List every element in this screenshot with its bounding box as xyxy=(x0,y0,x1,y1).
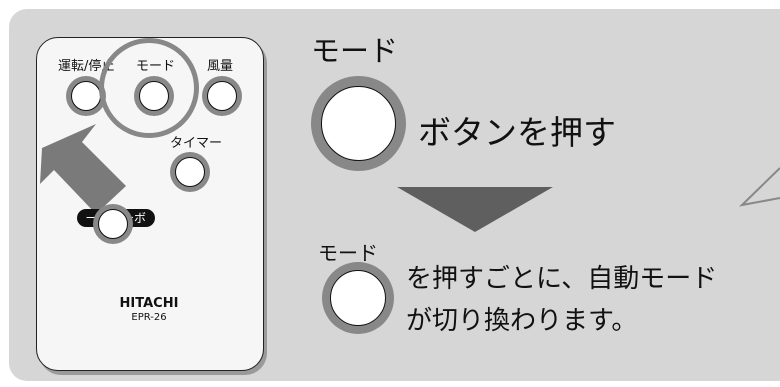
step2-line2: が切り換わります。 xyxy=(406,306,638,336)
power-label: 運転/停止 xyxy=(58,59,115,74)
step2-line1: を押すごとに、自動モード xyxy=(406,264,718,294)
fan-label: 風量 xyxy=(207,59,234,74)
step1-title: モード xyxy=(311,34,399,68)
turbo-button[interactable] xyxy=(93,204,133,244)
timer-label: タイマー xyxy=(170,136,223,151)
brand-logo: HITACHI xyxy=(119,296,179,311)
highlight-circle xyxy=(99,38,199,138)
fan-button[interactable] xyxy=(202,76,242,116)
mode-button-large xyxy=(311,76,406,171)
mode-button-small xyxy=(322,262,394,334)
step2-title: モード xyxy=(318,241,378,265)
timer-button[interactable] xyxy=(170,152,210,192)
speech-bubble-edge xyxy=(738,167,780,207)
pointer-arrow-icon xyxy=(40,124,126,214)
down-triangle-icon xyxy=(397,187,553,232)
step1-text: ボタンを押す xyxy=(418,113,616,152)
model-number: EPR-26 xyxy=(131,312,167,323)
